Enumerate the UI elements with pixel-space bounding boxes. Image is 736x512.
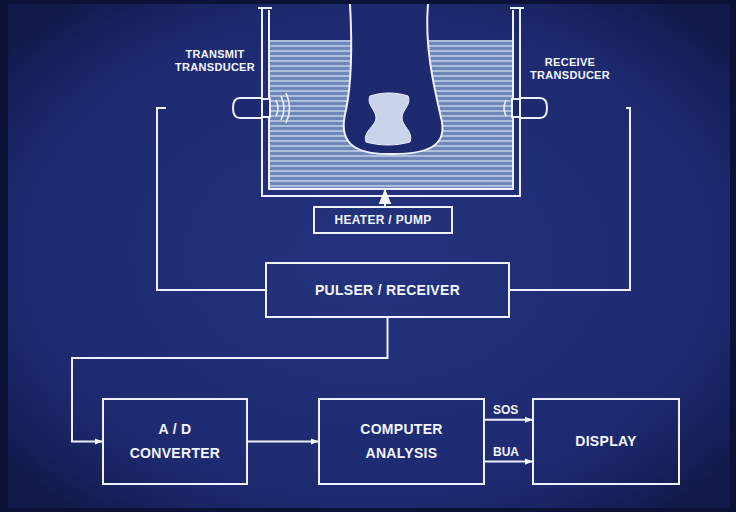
display-box: DISPLAY [532, 398, 680, 485]
transducer-label: RECEIVE TRANSDUCER [514, 56, 626, 122]
slide-panel [8, 4, 730, 508]
node-text: DISPLAY [575, 433, 637, 450]
node-text: A / D CONVERTER [125, 418, 225, 466]
node-text: PULSER / RECEIVER [315, 282, 460, 299]
connector [485, 461, 532, 463]
signal-label: BUA [491, 445, 521, 459]
connector [72, 318, 388, 442]
connector [510, 108, 630, 290]
transducer-label: TRANSMIT TRANSDUCER [166, 48, 264, 122]
converter-box: A / D CONVERTER [102, 398, 248, 485]
computer-box: COMPUTER ANALYSIS [318, 398, 485, 485]
node-text: HEATER / PUMP [334, 213, 431, 227]
heel-bone [365, 93, 411, 145]
signal-label: SOS [491, 403, 520, 417]
transmit-transducer-symbol [233, 93, 290, 123]
node-text: RECEIVE TRANSDUCER [524, 56, 616, 81]
connector [157, 108, 265, 290]
heater-pump-box: HEATER / PUMP [313, 206, 453, 234]
receive-transducer-symbol [504, 98, 547, 118]
node-text: TRANSMIT TRANSDUCER [171, 48, 259, 73]
pulser-receiver-box: PULSER / RECEIVER [265, 262, 510, 318]
node-text: COMPUTER ANALYSIS [352, 418, 452, 466]
connector [248, 441, 318, 443]
foot [344, 4, 443, 154]
connector [485, 419, 532, 421]
